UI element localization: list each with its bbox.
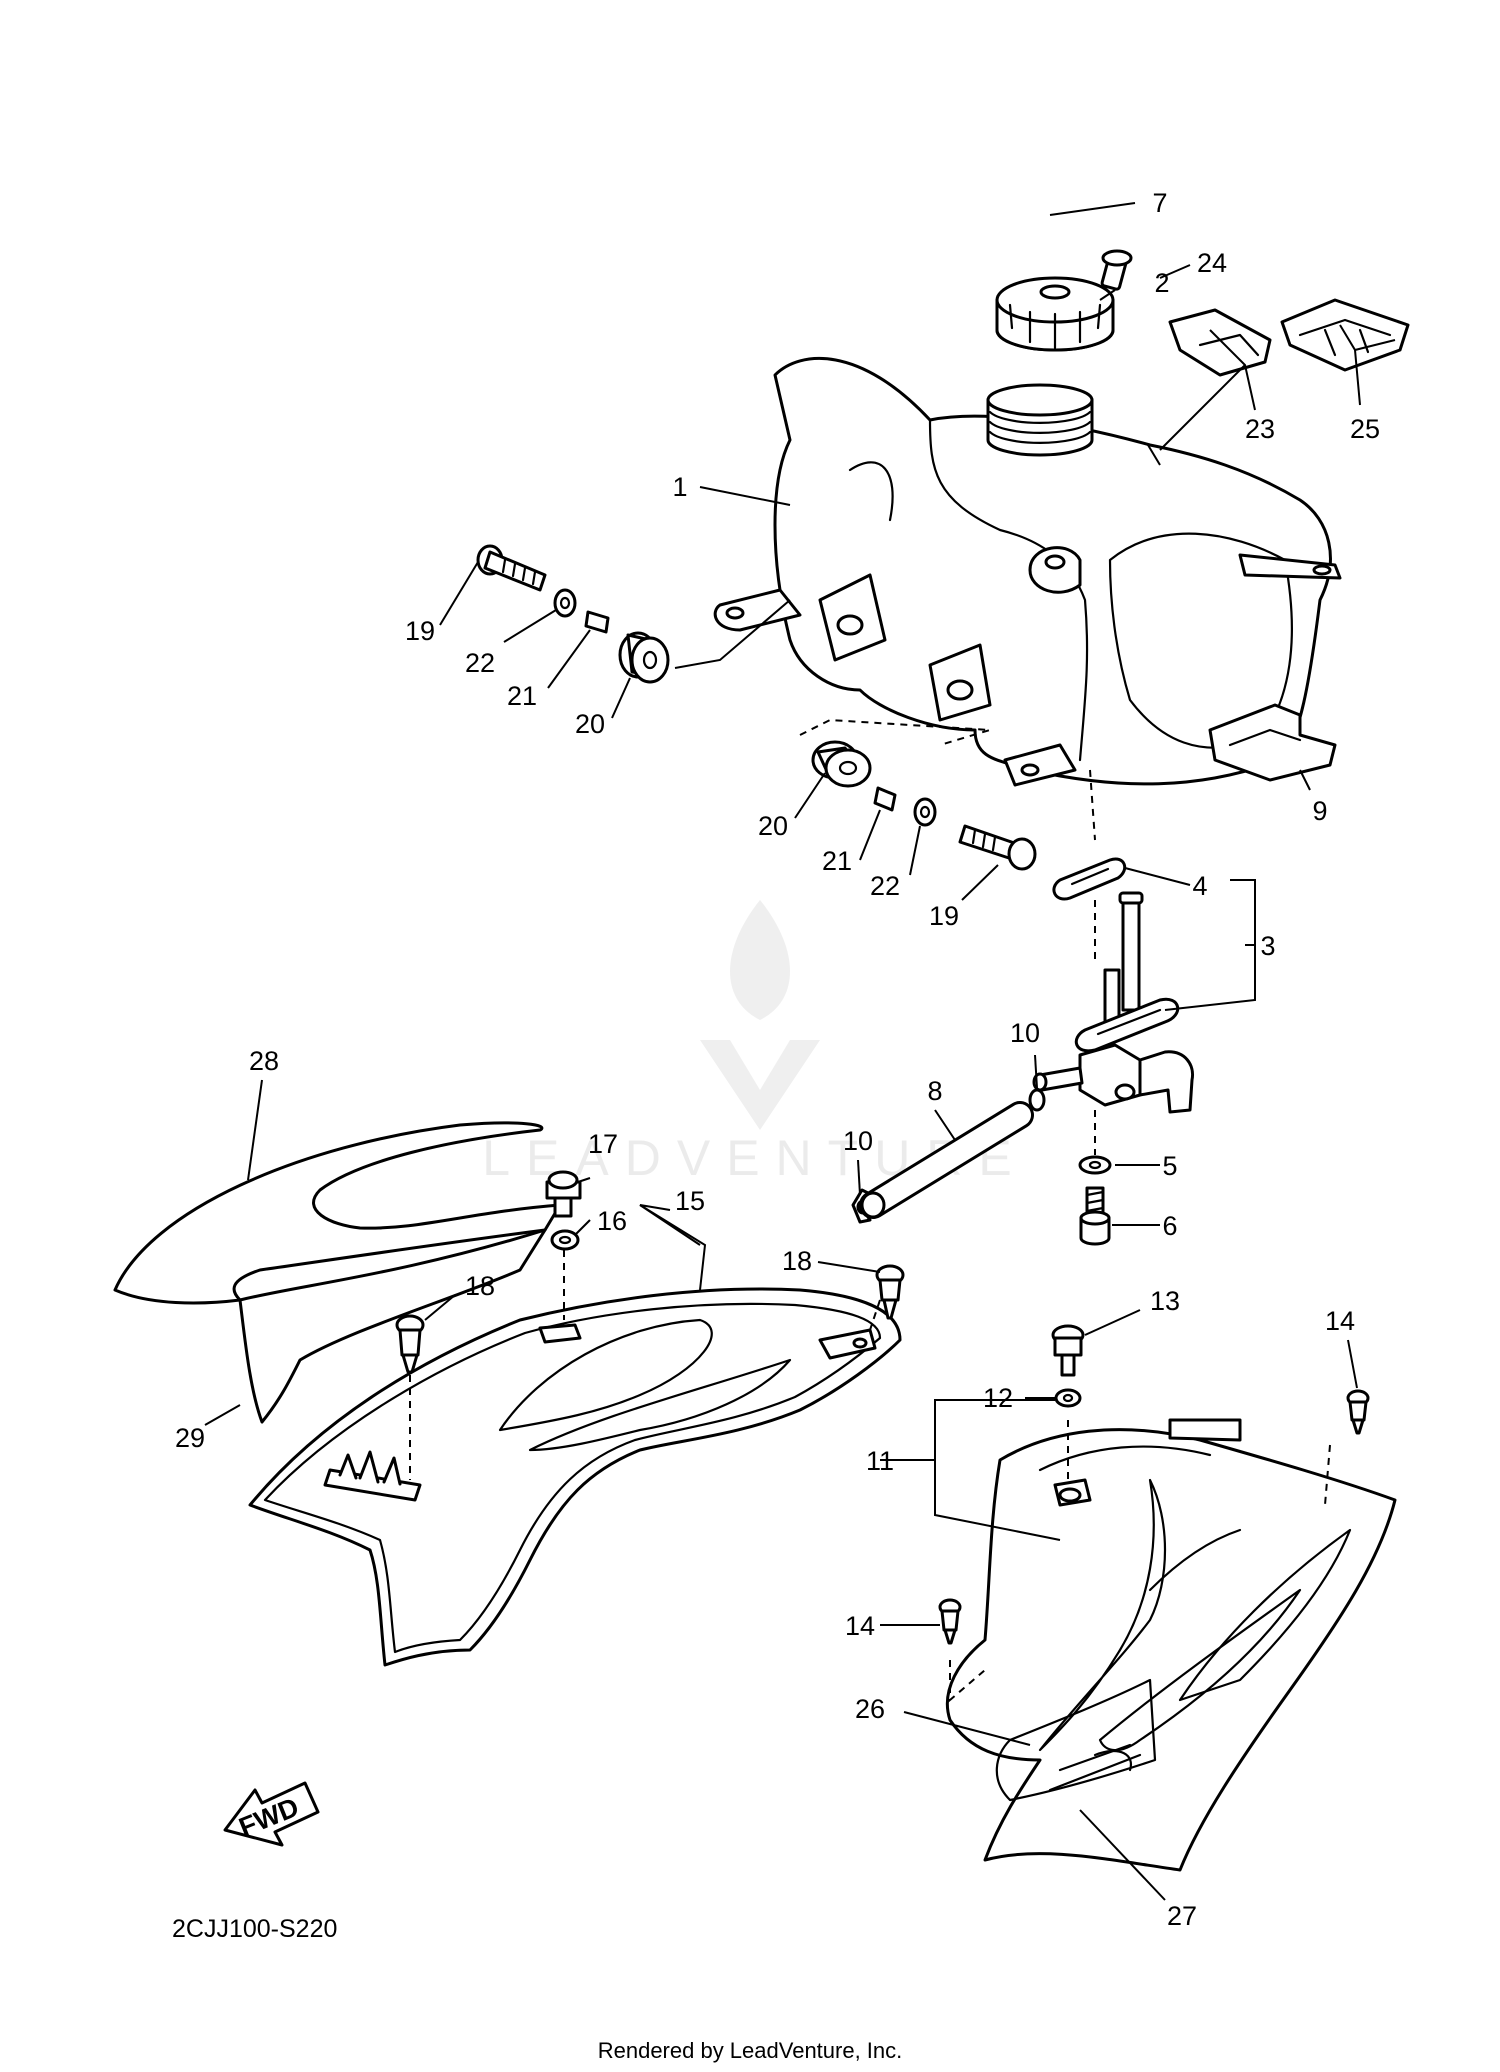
- callout-20-lower: 20: [758, 811, 788, 841]
- grommet-20-upper: [618, 631, 670, 684]
- screw-14-upper: [1346, 1389, 1370, 1435]
- callout-14-lower: 14: [845, 1611, 875, 1641]
- bolt-6: [1079, 1186, 1111, 1246]
- callout-24: 24: [1197, 248, 1227, 278]
- callout-8: 8: [927, 1076, 942, 1106]
- callout-21-upper: 21: [507, 681, 537, 711]
- callout-labels: 1 2 3 4 5 6 7 8 9 10 10 11 12 13 14 14 1…: [175, 188, 1380, 1931]
- callout-19-upper: 19: [405, 616, 435, 646]
- callout-27: 27: [1167, 1901, 1197, 1931]
- callout-18-left: 18: [465, 1271, 495, 1301]
- callout-15: 15: [675, 1186, 705, 1216]
- callout-5: 5: [1162, 1151, 1177, 1181]
- bolt-19-lower: [958, 824, 1037, 871]
- screw-24: [1100, 249, 1133, 291]
- screw-14-lower: [938, 1598, 962, 1645]
- callout-21-lower: 21: [822, 846, 852, 876]
- callout-13: 13: [1150, 1286, 1180, 1316]
- callout-10-upper: 10: [1010, 1018, 1040, 1048]
- callout-20-upper: 20: [575, 709, 605, 739]
- collar-21-upper: [584, 610, 610, 634]
- gasket-4: [1052, 857, 1127, 901]
- callout-14-upper: 14: [1325, 1306, 1355, 1336]
- cover-29: [238, 1228, 547, 1424]
- callout-19-lower: 19: [929, 901, 959, 931]
- breather-hose: [798, 172, 1065, 427]
- fuel-cap: [995, 276, 1115, 352]
- cover-28: [113, 1121, 562, 1305]
- collar-21-lower: [873, 786, 897, 812]
- callout-22-lower: 22: [870, 871, 900, 901]
- bolt-19-upper: [476, 544, 547, 592]
- callout-11: 11: [866, 1446, 894, 1476]
- callout-25: 25: [1350, 414, 1380, 444]
- callout-1: 1: [672, 472, 687, 502]
- side-cover-11: [945, 1418, 1397, 1872]
- leader-lines: [204, 202, 1396, 1901]
- callout-2: 2: [1154, 268, 1169, 298]
- washer-5: [1078, 1155, 1112, 1175]
- footer-credit: Rendered by LeadVenture, Inc.: [598, 2038, 903, 2063]
- bracket-23: [1168, 308, 1272, 377]
- fuel-hose-8: [859, 1101, 1034, 1219]
- screw-17: [545, 1170, 582, 1218]
- callout-29: 29: [175, 1423, 205, 1453]
- grommet-20-lower: [811, 740, 872, 788]
- callout-26: 26: [855, 1694, 885, 1724]
- fuel-cock-3: [1032, 891, 1195, 1114]
- side-cover-15: [248, 1250, 902, 1667]
- callout-22-upper: 22: [465, 648, 495, 678]
- callout-23: 23: [1245, 414, 1275, 444]
- washer-22-upper-hole: [559, 596, 571, 610]
- collar-16: [550, 1229, 580, 1251]
- callout-7: 7: [1152, 188, 1167, 218]
- callout-28: 28: [249, 1046, 279, 1076]
- callout-10-lower: 10: [843, 1126, 873, 1156]
- diagram-code: 2CJJ100-S220: [172, 1915, 337, 1943]
- callout-16: 16: [597, 1206, 627, 1236]
- callout-17: 17: [588, 1129, 618, 1159]
- screw-13: [1051, 1324, 1085, 1377]
- fwd-arrow: FWD: [223, 1781, 320, 1847]
- callout-4: 4: [1192, 871, 1207, 901]
- callout-12: 12: [983, 1383, 1013, 1413]
- watermark-logo: LEADVENTURE: [482, 900, 1012, 1186]
- screw-18-right: [875, 1264, 905, 1320]
- callout-9: 9: [1312, 796, 1327, 826]
- callout-3: 3: [1260, 931, 1275, 961]
- screw-18-left: [395, 1314, 425, 1374]
- callout-6: 6: [1162, 1211, 1177, 1241]
- washer-22-lower: [913, 797, 937, 827]
- damper-9: [1208, 703, 1337, 782]
- callout-18-right: 18: [782, 1246, 812, 1276]
- collar-12: [1054, 1388, 1082, 1408]
- clamp-10-upper: [1028, 1088, 1046, 1112]
- washer-22-upper: [553, 588, 577, 618]
